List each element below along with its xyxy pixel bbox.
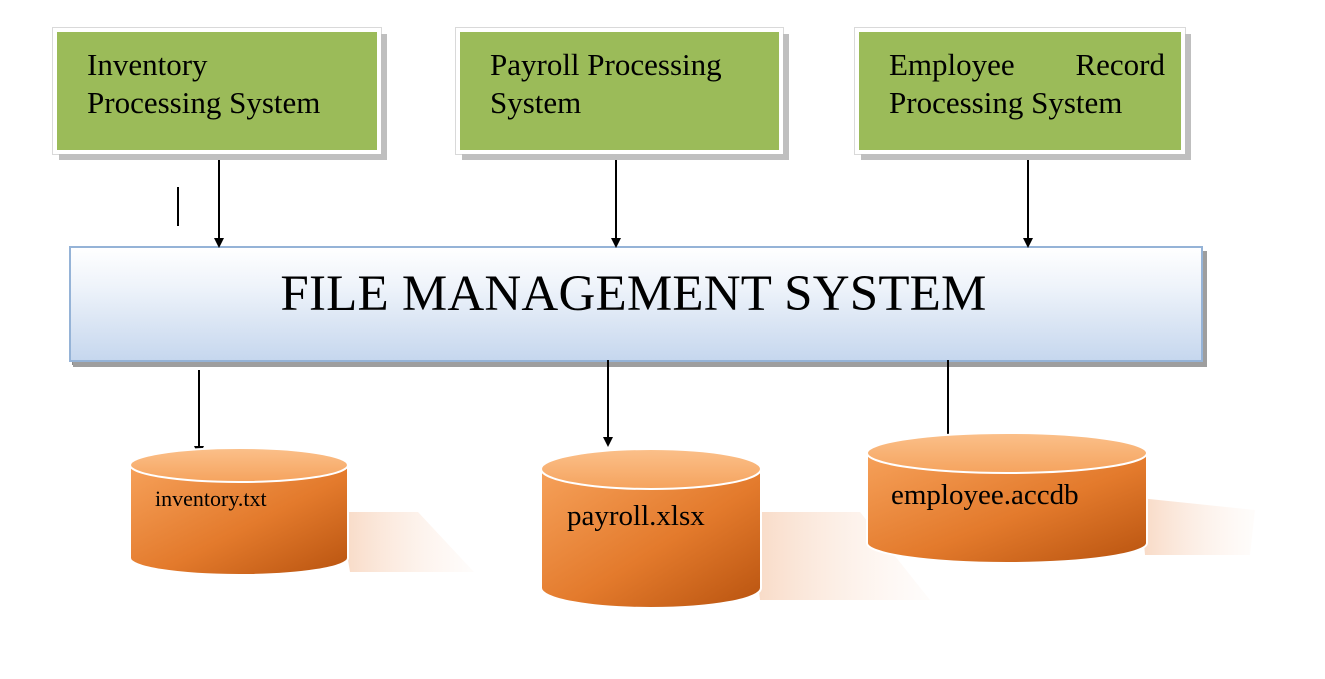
box-label: Employee Record Processing System — [889, 46, 1165, 122]
cylinder-body — [129, 464, 349, 576]
cylinder-top — [540, 448, 762, 490]
box-label-line-1: Payroll Processing — [490, 47, 722, 82]
box-label-line-2: System — [490, 85, 582, 120]
box-label-line-1: Employee Record — [889, 46, 1165, 84]
box-label: Payroll Processing System — [490, 46, 763, 122]
employee-record-processing-system-box: Employee Record Processing System — [855, 28, 1185, 154]
box-label-word: Employee — [889, 47, 1015, 82]
fms-shadow — [72, 362, 1205, 365]
payroll-file-label: payroll.xlsx — [567, 500, 705, 532]
box-label-line-2: Processing System — [87, 85, 321, 120]
payroll-file-cylinder — [540, 448, 930, 609]
box-label-line-1: Inventory — [87, 47, 208, 82]
cylinder-top — [129, 447, 349, 483]
box-label: Inventory Processing System — [87, 46, 361, 122]
cylinder-shadow — [340, 512, 474, 572]
employee-file-label: employee.accdb — [891, 479, 1079, 511]
cylinder-top — [866, 432, 1148, 474]
inventory-file-label: inventory.txt — [155, 486, 267, 511]
employee-file-cylinder — [866, 432, 1255, 564]
inventory-processing-system-box: Inventory Processing System — [53, 28, 381, 154]
payroll-processing-system-box: Payroll Processing System — [456, 28, 783, 154]
cylinder-body — [866, 452, 1148, 564]
file-management-system-bar: FILE MANAGEMENT SYSTEM — [69, 246, 1203, 362]
box-label-word: Record — [1075, 47, 1165, 82]
inventory-file-cylinder — [129, 447, 474, 576]
fms-title: FILE MANAGEMENT SYSTEM — [280, 266, 987, 322]
cylinder-shadow — [750, 512, 930, 600]
cylinder-shadow — [1140, 498, 1255, 555]
box-label-line-2: Processing System — [889, 85, 1123, 120]
cylinder-body — [540, 468, 762, 609]
